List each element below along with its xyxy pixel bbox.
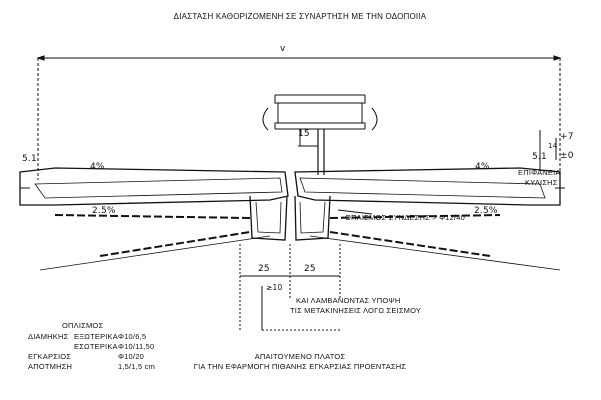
table-row-1-label: ΔΙΑΜΗΚΗΣ — [28, 332, 69, 341]
slope-right-top: 4% — [475, 162, 490, 172]
table-row-4-value: 1,5/1,5 cm — [118, 362, 156, 371]
steel-beam-symbol — [262, 94, 378, 131]
slope-right-bottom: 2.5% — [474, 206, 498, 216]
table-row-2-value: Φ10/11,50 — [118, 342, 155, 351]
right-deck-slab — [294, 167, 561, 206]
small-14: 14 — [548, 142, 558, 150]
dim-15-label: 15 — [298, 129, 310, 139]
connection-reinforcement-label: ΟΠΛΙΣΜΟΣ ΣΥΝΔΕΣΗΣ > Φ12/40 — [345, 213, 466, 222]
table-row-4-label: ΑΠΟΤΜΗΣΗ — [28, 362, 73, 371]
slope-left-top: 4% — [90, 162, 105, 172]
dimension-v-label: v — [280, 44, 286, 54]
seismic-note-2: ΤΙΣ ΜΕΤΑΚΙΝΗΣΕΙΣ ΛΟΓΩ ΣΕΙΣΜΟΥ — [290, 306, 422, 315]
level-pm0: ±0 — [560, 151, 574, 161]
left-beam-web — [249, 195, 288, 241]
surface-label-2: ΚΥΛΙΣΗΣ — [525, 178, 558, 187]
right-beam-web — [294, 195, 331, 241]
table-row-1-sub: ΕΞΩΤΕΡΙΚΑ — [74, 332, 118, 341]
min-10-label: ≥10 — [266, 283, 283, 292]
table-row-3-label: ΕΓΚΑΡΣΙΟΣ — [28, 352, 72, 361]
table-row-1-value: Φ10/6,5 — [118, 332, 147, 341]
slope-left-bottom: 2.5% — [92, 206, 116, 216]
left-deck-slab — [19, 167, 289, 206]
dim-25-right: 25 — [304, 264, 316, 274]
reinforcement-heading: ΟΠΛΙΣΜΟΣ — [62, 321, 104, 330]
surface-label-1: ΕΠΙΦΑΝΕΙΑ — [518, 168, 561, 177]
seismic-note-1: ΚΑΙ ΛΑΜΒΑΝΟΝΤΑΣ ΥΠΟΨΗ — [296, 296, 401, 305]
level-plus7: +7 — [560, 132, 574, 142]
required-width-1: ΑΠΑΙΤΟΥΜΕΝΟ ΠΛΑΤΟΣ — [254, 352, 346, 361]
required-width-2: ΓΙΑ ΤΗΝ ΕΦΑΡΜΟΓΗ ΠΙΘΑΝΗΣ ΕΓΚΑΡΣΙΑΣ ΠΡΟΕΝ… — [193, 362, 407, 371]
edge-right-label: 5.1 — [532, 152, 547, 162]
edge-left-label: 5.1 — [22, 154, 37, 164]
table-row-3-value: Φ10/20 — [118, 352, 144, 361]
dim-25-left: 25 — [258, 264, 270, 274]
drawing-title: ΔΙΑΣΤΑΣΗ ΚΑΘΟΡΙΖΟΜΕΝΗ ΣΕ ΣΥΝΑΡΤΗΣΗ ΜΕ ΤΗ… — [173, 12, 427, 21]
table-row-2-sub: ΕΣΩΤΕΡΙΚΑ — [74, 342, 118, 351]
